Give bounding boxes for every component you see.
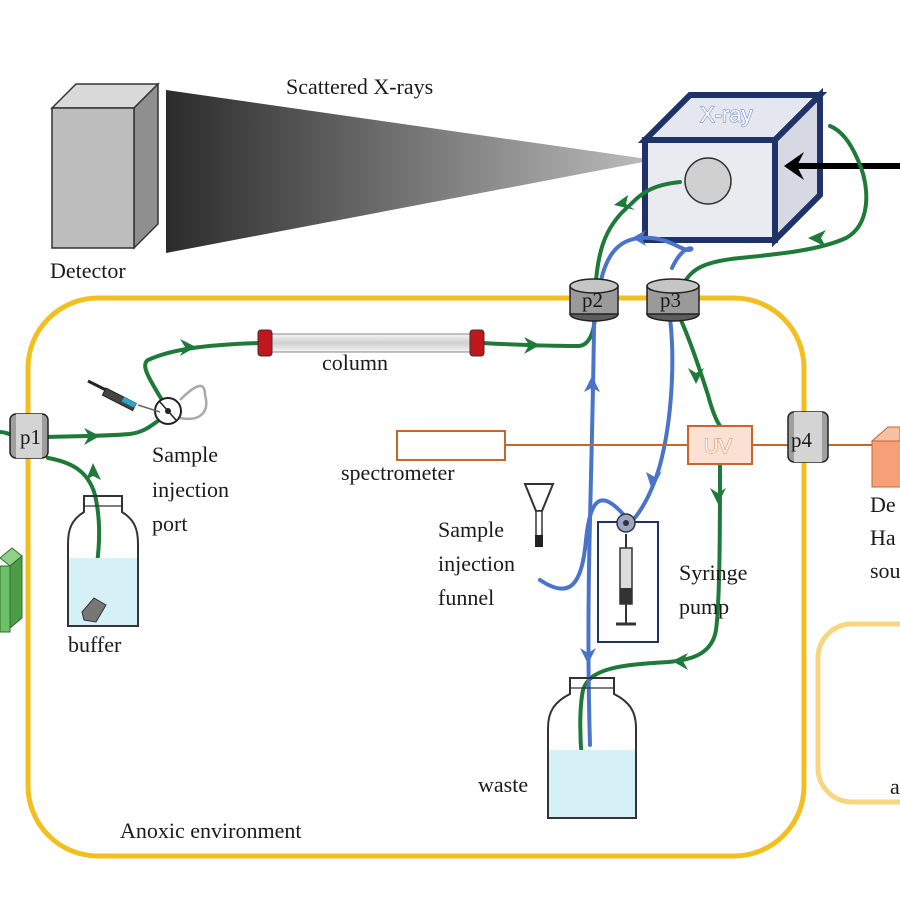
arrow-icon: [180, 339, 196, 356]
uv-label: UV: [704, 436, 732, 458]
blue-tubing: [538, 235, 694, 747]
port-p2: [569, 278, 619, 322]
green-flow-arrows: [84, 195, 826, 670]
sample-injection-port-label-2: injection: [152, 477, 229, 502]
arrow-icon: [84, 428, 100, 445]
arrow-icon: [672, 653, 688, 670]
green-box: [0, 547, 23, 633]
port-p4-label: p4: [791, 428, 813, 452]
arrow-icon: [808, 230, 826, 247]
column-cap-left: [257, 329, 273, 357]
arrow-icon: [524, 337, 540, 354]
xray-source: [637, 87, 828, 248]
spectrometer-box: [396, 430, 506, 461]
sample-injection-port-label-1: Sample: [152, 442, 218, 467]
light-source: [870, 426, 900, 488]
arrow-icon: [86, 463, 101, 480]
source-label-line-3: sou: [870, 558, 900, 583]
scattered-xrays-label: Scattered X-rays: [286, 74, 433, 99]
source-label-line-1: De: [870, 492, 896, 517]
arrow-icon: [584, 376, 600, 392]
sample-injection-port-label-3: port: [152, 511, 187, 536]
arrow-icon: [580, 648, 596, 664]
sample-injection-funnel: [523, 483, 555, 547]
port-p3: [646, 278, 700, 322]
right-box: [815, 621, 900, 805]
anoxic-environment-box: [25, 295, 807, 859]
arrow-icon: [710, 488, 726, 504]
syringe-pump-label-2: pump: [679, 594, 729, 619]
uv-box: [687, 425, 753, 465]
scattered-xray-beam: [166, 90, 654, 253]
blue-flow-arrows: [580, 230, 662, 664]
column: [257, 329, 485, 357]
arrow-head-icon: [784, 152, 804, 180]
sample-injection-valve: [154, 384, 208, 425]
column-label: column: [322, 350, 388, 375]
arrow-icon: [646, 471, 662, 490]
waste-bottle: [547, 677, 637, 819]
funnel-label-2: injection: [438, 551, 515, 576]
buffer-filter-icon: [81, 597, 107, 623]
port-p4: [787, 411, 829, 463]
right-box-label: a: [890, 774, 900, 799]
arrow-icon: [614, 195, 635, 210]
syringe-pump-label-1: Syringe: [679, 560, 747, 585]
syringe-icon: [87, 379, 161, 413]
funnel-label-3: funnel: [438, 585, 494, 610]
syringe-pump: [597, 513, 659, 643]
anoxic-environment-label: Anoxic environment: [120, 818, 301, 843]
port-p1: [9, 413, 49, 459]
xray-label: X-ray: [700, 102, 753, 127]
spectrometer-label: spectrometer: [341, 460, 455, 485]
arrow-icon: [632, 230, 646, 246]
port-p1-label: p1: [20, 425, 41, 449]
column-cap-right: [469, 329, 485, 357]
port-p2-label: p2: [582, 288, 603, 312]
arrow-icon: [688, 368, 704, 384]
detector: [50, 82, 160, 250]
port-p3-label: p3: [660, 288, 681, 312]
buffer-bottle: [67, 495, 139, 627]
buffer-label: buffer: [68, 632, 122, 657]
xray-window: [684, 157, 732, 205]
detector-label: Detector: [50, 258, 126, 283]
waste-label: waste: [478, 772, 528, 797]
funnel-label-1: Sample: [438, 517, 504, 542]
source-label-line-2: Ha: [870, 525, 896, 550]
